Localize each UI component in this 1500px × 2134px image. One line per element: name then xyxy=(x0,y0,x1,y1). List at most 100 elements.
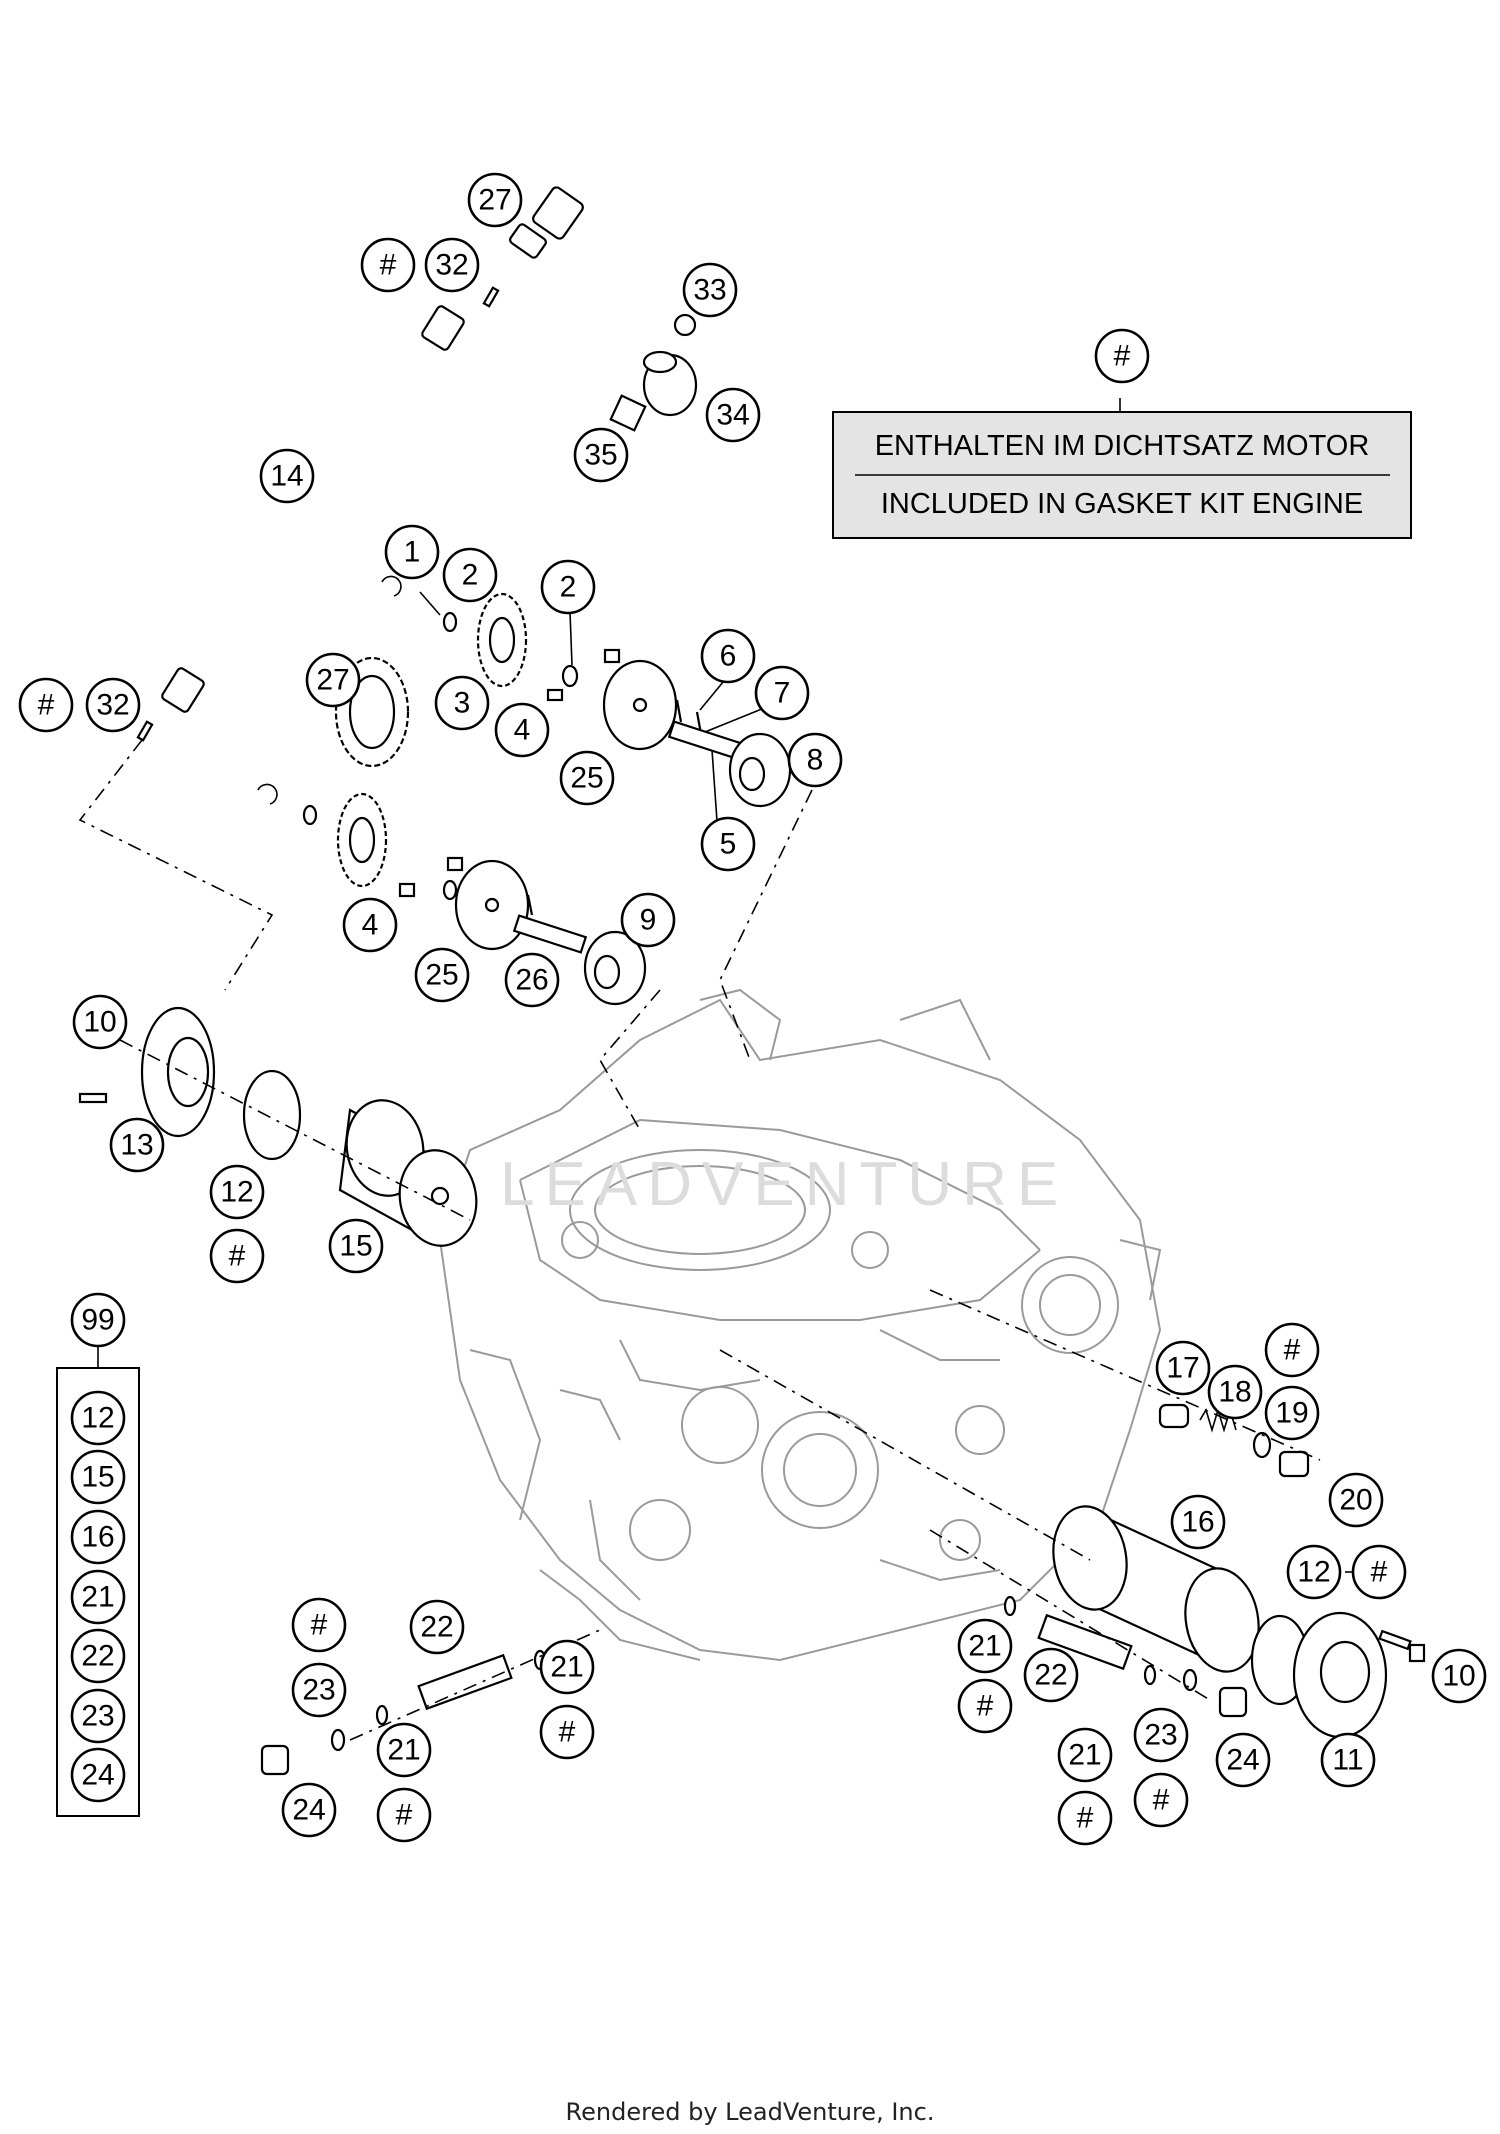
valve-17-20 xyxy=(1158,1403,1310,1478)
svg-text:10: 10 xyxy=(83,1006,116,1039)
callout-hash: # xyxy=(1133,1772,1189,1828)
kit-item-12: 12 xyxy=(70,1390,126,1446)
bolt-10-right xyxy=(1378,1629,1426,1663)
callout-hash: # xyxy=(1264,1322,1320,1378)
callout-21: 21 xyxy=(376,1722,432,1778)
callout-7: 7 xyxy=(754,665,810,721)
callout-21: 21 xyxy=(539,1639,595,1695)
callouts: 27 # 32 33 34 35 # 14 1 2 2 27 3 4 6 7 8… xyxy=(18,172,1487,1846)
callout-4: 4 xyxy=(494,702,550,758)
svg-text:14: 14 xyxy=(270,460,303,493)
svg-text:23: 23 xyxy=(1144,1719,1177,1752)
callout-hash: # xyxy=(1351,1544,1407,1600)
svg-text:23: 23 xyxy=(302,1674,335,1707)
svg-text:34: 34 xyxy=(716,399,749,432)
callout-24: 24 xyxy=(281,1782,337,1838)
callout-hash: # xyxy=(360,237,416,293)
engine-crankcase xyxy=(438,988,1162,1662)
svg-text:26: 26 xyxy=(515,964,548,997)
callout-10: 10 xyxy=(72,994,128,1050)
filter-cover-11 xyxy=(1292,1611,1388,1739)
oil-filter-16 xyxy=(1052,1505,1260,1673)
callout-15: 15 xyxy=(328,1218,384,1274)
callout-hash: # xyxy=(376,1787,432,1843)
svg-text:32: 32 xyxy=(96,689,129,722)
svg-text:23: 23 xyxy=(81,1700,114,1733)
callout-hash: # xyxy=(291,1597,347,1653)
svg-text:22: 22 xyxy=(81,1640,114,1673)
svg-text:7: 7 xyxy=(774,677,791,710)
gear-lower xyxy=(336,792,388,888)
callout-31: 27 xyxy=(467,172,523,228)
svg-text:99: 99 xyxy=(81,1304,114,1337)
gear-3 xyxy=(476,592,528,688)
rotor-9 xyxy=(583,930,647,1006)
callout-2: 2 xyxy=(540,559,596,615)
svg-text:18: 18 xyxy=(1218,1376,1251,1409)
svg-text:#: # xyxy=(229,1240,246,1273)
svg-text:22: 22 xyxy=(1034,1659,1067,1692)
callout-33: 33 xyxy=(682,262,738,318)
svg-text:#: # xyxy=(38,689,55,722)
callout-23: 23 xyxy=(1133,1707,1189,1763)
callout-19: 19 xyxy=(1264,1385,1320,1441)
relief-valve-22-left xyxy=(260,1649,547,1776)
callout-hash: # xyxy=(1094,328,1150,384)
svg-text:16: 16 xyxy=(1181,1506,1214,1539)
svg-text:12: 12 xyxy=(220,1176,253,1209)
footer-credit: Rendered by LeadVenture, Inc. xyxy=(565,2098,935,2126)
svg-text:25: 25 xyxy=(425,959,458,992)
o-ring-12-left xyxy=(242,1069,302,1161)
pressure-sensor-31 xyxy=(509,186,584,259)
callout-32: 32 xyxy=(85,677,141,733)
callout-13: 13 xyxy=(109,1117,165,1173)
svg-text:1: 1 xyxy=(404,536,421,569)
lower-oil-pump-group xyxy=(257,783,647,1006)
callout-hash: # xyxy=(1057,1790,1113,1846)
oil-line-14 xyxy=(161,305,465,713)
svg-text:21: 21 xyxy=(968,1630,1001,1663)
kit-item-22: 22 xyxy=(70,1628,126,1684)
svg-text:33: 33 xyxy=(693,274,726,307)
callout-hash: # xyxy=(18,677,74,733)
callout-10: 10 xyxy=(1431,1648,1487,1704)
callout-17: 17 xyxy=(1155,1340,1211,1396)
fitting-33-34-35 xyxy=(609,313,698,432)
callout-2: 2 xyxy=(442,547,498,603)
svg-text:15: 15 xyxy=(339,1230,372,1263)
svg-text:#: # xyxy=(380,249,397,282)
callout-20: 20 xyxy=(1328,1472,1384,1528)
seal-ring-32-left xyxy=(136,720,154,742)
seal-ring-32-top xyxy=(482,286,500,308)
oil-filter-15 xyxy=(338,1099,478,1247)
callout-1: 1 xyxy=(384,524,440,580)
svg-text:8: 8 xyxy=(807,744,824,777)
svg-text:21: 21 xyxy=(387,1734,420,1767)
watermark: LEADVENTURE xyxy=(500,1150,1068,1219)
gasket-kit-legend: ENTHALTEN IM DICHTSATZ MOTOR INCLUDED IN… xyxy=(832,411,1412,539)
legend-line-en: INCLUDED IN GASKET KIT ENGINE xyxy=(881,488,1363,520)
callout-12: 12 xyxy=(209,1164,265,1220)
svg-text:12: 12 xyxy=(1297,1556,1330,1589)
callout-25: 25 xyxy=(559,750,615,806)
svg-text:#: # xyxy=(977,1690,994,1723)
svg-text:24: 24 xyxy=(81,1759,114,1792)
kit-item-16: 16 xyxy=(70,1509,126,1565)
svg-text:#: # xyxy=(559,1716,576,1749)
svg-text:#: # xyxy=(1114,340,1131,373)
svg-text:#: # xyxy=(1371,1556,1388,1589)
svg-text:20: 20 xyxy=(1339,1484,1372,1517)
svg-text:2: 2 xyxy=(462,559,479,592)
callout-26: 26 xyxy=(504,952,560,1008)
callout-21: 21 xyxy=(1057,1727,1113,1783)
svg-text:4: 4 xyxy=(514,714,531,747)
svg-text:#: # xyxy=(311,1609,328,1642)
kit-item-15: 15 xyxy=(70,1449,126,1505)
callout-22: 22 xyxy=(409,1599,465,1655)
callout-12: 12 xyxy=(1286,1544,1342,1600)
svg-text:#: # xyxy=(1077,1802,1094,1835)
callout-5: 5 xyxy=(700,816,756,872)
callout-99: 99 xyxy=(70,1292,126,1348)
svg-text:25: 25 xyxy=(570,762,603,795)
svg-text:16: 16 xyxy=(81,1521,114,1554)
